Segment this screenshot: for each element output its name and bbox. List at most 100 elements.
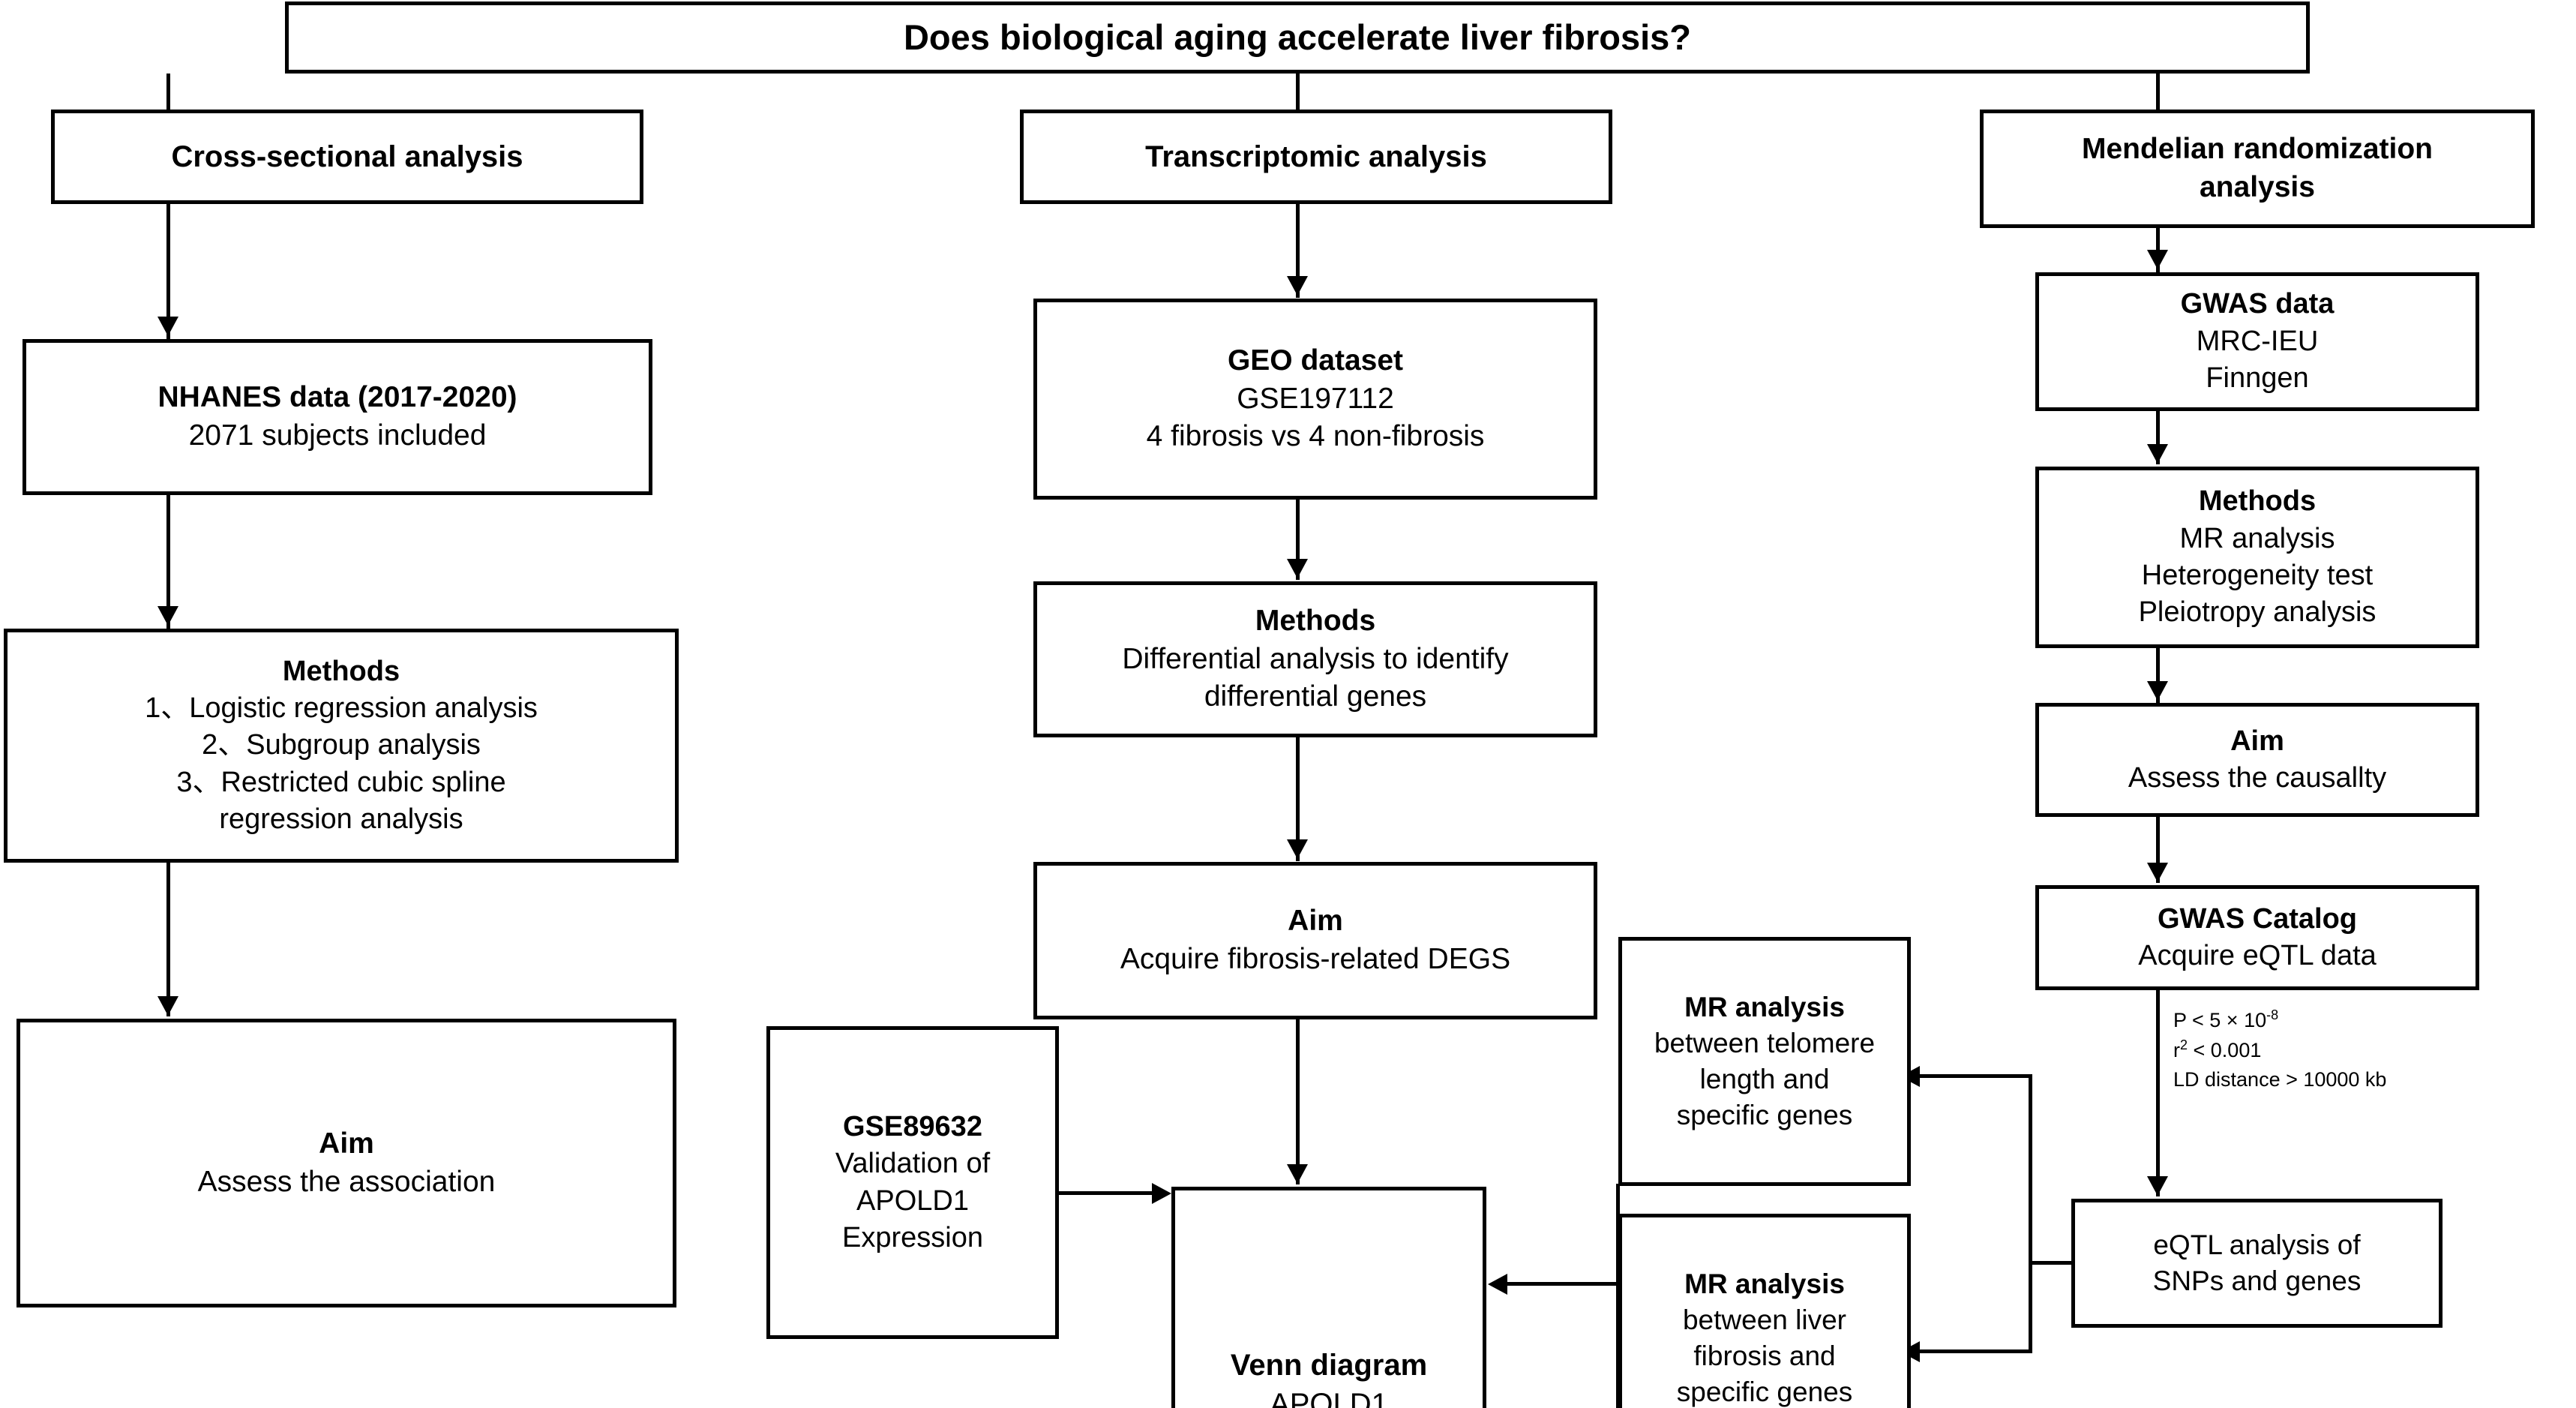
geo-dataset-box: GEO dataset GSE197112 4 fibrosis vs 4 no… [1033,299,1597,500]
middle-methods-line-1: Differential analysis to identify [1122,642,1509,675]
eqtl-bus-vertical [2029,1074,2032,1353]
left-methods-item-2: 2、Subgroup analysis [202,729,481,761]
right-methods-box: Methods MR analysis Heterogeneity test P… [2035,467,2479,648]
arrow-right-header-to-gwas [2147,250,2168,269]
arrow-middle-aim-to-venn [1287,1164,1308,1184]
left-methods-title: Methods [282,655,400,687]
geo-accession: GSE197112 [1237,382,1394,415]
right-aim-text: Assess the causallty [2128,762,2387,794]
arrow-right-aim-to-catalog [2147,863,2168,882]
arrow-catalog-to-eqtl [2147,1176,2168,1196]
middle-aim-box: Aim Acquire fibrosis-related DEGS [1033,862,1597,1019]
middle-methods-line-2: differential genes [1204,680,1427,713]
gse89632-line-2: APOLD1 [856,1184,969,1217]
gse89632-line-3: Expression [842,1221,983,1253]
connector-middle-header-to-geo [1296,204,1300,298]
arrow-geo-to-methods [1287,559,1308,578]
connector-eqtl-to-mr-telomere [1920,1074,2032,1078]
mr-fibrosis-line-1: between liver [1682,1304,1846,1335]
venn-gene: APOLD1 [1270,1388,1388,1408]
eqtl-line-1: eQTL analysis of [2153,1229,2361,1260]
right-methods-line-1: MR analysis [2179,522,2335,554]
eqtl-analysis-box: eQTL analysis of SNPs and genes [2071,1199,2443,1328]
middle-methods-box: Methods Differential analysis to identif… [1033,581,1597,737]
left-aim-text: Assess the association [197,1165,496,1198]
gse89632-line-1: Validation of [835,1148,991,1180]
right-methods-line-2: Heterogeneity test [2141,560,2374,591]
arrow-middle-methods-to-aim [1287,839,1308,859]
criteria-ld-distance: LD distance > 10000 kb [2173,1068,2387,1091]
left-aim-box: Aim Assess the association [16,1019,676,1307]
arrow-gwas-to-methods [2147,444,2168,464]
mr-telomere-box: MR analysis between telomere length and … [1618,937,1911,1186]
nhanes-title: NHANES data (2017-2020) [157,381,517,414]
connector-right-methods-to-aim [2156,648,2160,703]
arrow-left-methods-to-aim [157,996,178,1016]
connector-left-header-to-nhanes [166,204,170,339]
eqtl-bus-stub [2029,1261,2075,1265]
gwas-source-finngen: Finngen [2206,362,2309,395]
arrow-right-methods-to-aim [2147,681,2168,701]
geo-sample-counts: 4 fibrosis vs 4 non-fibrosis [1146,420,1485,453]
mr-telomere-line-2: length and [1699,1064,1830,1094]
connector-left-methods-to-aim [166,863,170,1016]
criteria-p-value: P < 5 × 10-8 [2173,1007,2279,1031]
middle-header-box: Transcriptomic analysis [1020,110,1612,204]
connector-gwas-to-methods [2156,411,2160,464]
venn-title: Venn diagram [1230,1349,1428,1382]
middle-aim-text: Acquire fibrosis-related DEGS [1120,943,1511,975]
left-header-label: Cross-sectional analysis [171,140,523,173]
title-text: Does biological aging accelerate liver f… [903,17,1692,58]
connector-nhanes-to-methods [166,495,170,629]
mr-fibrosis-title: MR analysis [1684,1268,1845,1299]
connector-mr-telomere-to-venn [1507,1282,1620,1286]
arrow-nhanes-to-methods [157,606,178,626]
middle-methods-title: Methods [1255,604,1376,637]
mr-telomere-title: MR analysis [1684,991,1845,1022]
nhanes-subjects: 2071 subjects included [188,419,487,452]
gwas-catalog-box: GWAS Catalog Acquire eQTL data [2035,885,2479,990]
right-methods-line-3: Pleiotropy analysis [2138,596,2377,629]
gse89632-validation-box: GSE89632 Validation of APOLD1 Expression [766,1026,1059,1339]
right-header-line-2: analysis [2200,171,2315,203]
mr-telomere-line-1: between telomere [1654,1027,1876,1058]
gse89632-title: GSE89632 [843,1110,982,1142]
gwas-catalog-title: GWAS Catalog [2157,902,2358,935]
middle-aim-title: Aim [1288,905,1343,938]
left-header-box: Cross-sectional analysis [51,110,643,204]
mr-fibrosis-leg [1616,1214,1620,1408]
left-methods-item-1: 1、Logistic regression analysis [145,692,538,724]
gwas-source-mrc-ieu: MRC-IEU [2196,325,2319,357]
eqtl-line-2: SNPs and genes [2152,1265,2362,1296]
right-header-line-1: Mendelian randomization [2081,133,2434,166]
connector-geo-to-methods [1296,500,1300,580]
connector-catalog-to-eqtl [2156,990,2160,1196]
criteria-r-squared: r2 < 0.001 [2173,1037,2262,1062]
left-aim-title: Aim [319,1127,374,1160]
mr-fibrosis-line-2: fibrosis and [1693,1340,1836,1371]
connector-right-aim-to-catalog [2156,817,2160,883]
connector-gse89632-to-venn [1059,1191,1152,1195]
left-methods-item-3-cont: regression analysis [219,803,463,836]
arrow-middle-header-to-geo [1287,276,1308,296]
right-aim-title: Aim [2230,725,2284,757]
right-methods-title: Methods [2198,485,2317,518]
venn-diagram-box: Venn diagram APOLD1 [1171,1187,1486,1408]
arrow-gse89632-to-venn [1152,1183,1171,1204]
gwas-catalog-text: Acquire eQTL data [2138,940,2377,971]
middle-header-label: Transcriptomic analysis [1145,140,1487,173]
connector-middle-aim-to-venn [1296,1019,1300,1184]
right-header-box: Mendelian randomization analysis [1980,110,2535,228]
connector-middle-methods-to-aim [1296,737,1300,861]
geo-title: GEO dataset [1227,344,1404,377]
gwas-data-title: GWAS data [2180,288,2335,320]
arrow-left-header-to-nhanes [157,317,178,336]
arrow-mr-telomere-to-venn [1488,1274,1507,1295]
mr-fibrosis-box: MR analysis between liver fibrosis and s… [1618,1214,1911,1408]
left-methods-item-3: 3、Restricted cubic spline [176,766,506,798]
connector-eqtl-to-mr-fibrosis [1920,1349,2032,1353]
nhanes-data-box: NHANES data (2017-2020) 2071 subjects in… [22,339,652,495]
mr-telomere-line-3: specific genes [1676,1100,1853,1131]
left-methods-box: Methods 1、Logistic regression analysis 2… [4,629,679,863]
